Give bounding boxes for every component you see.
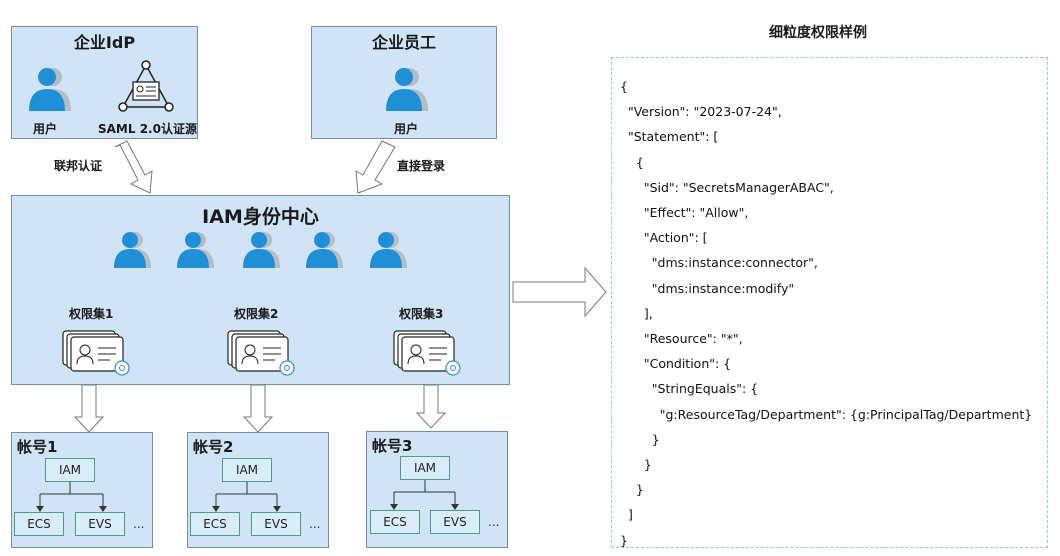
direct-login-label: 直接登录 xyxy=(397,159,446,173)
permission-set-3-label: 权限集3 xyxy=(399,307,444,321)
saml-label: SAML 2.0认证源 xyxy=(98,122,197,136)
user-icon xyxy=(367,230,409,274)
gear-icon xyxy=(279,360,295,376)
iam-center-title: IAM身份中心 xyxy=(202,206,319,228)
account-1-ecs: ECS xyxy=(14,512,64,536)
direct-login-arrow xyxy=(355,140,396,194)
employee-title: 企业员工 xyxy=(371,33,436,52)
user-icon xyxy=(25,65,73,117)
account-3-iam: IAM xyxy=(400,456,450,480)
credential-card-icon xyxy=(62,328,134,380)
account-3-name: 帐号3 xyxy=(372,437,413,455)
policy-title: 细粒度权限样例 xyxy=(769,25,867,41)
account-2-iam: IAM xyxy=(222,458,272,482)
account-3-box: 帐号3 IAM ECS EVS ... xyxy=(366,431,508,548)
user-icon xyxy=(303,230,345,274)
account-3-tree xyxy=(390,480,459,510)
policy-code-panel: { "Version": "2023-07-24", "Statement": … xyxy=(611,57,1048,548)
account-2-ecs: ECS xyxy=(190,512,240,536)
user-icon xyxy=(382,65,430,117)
account-3-more: ... xyxy=(488,515,500,529)
down-arrow-1 xyxy=(73,384,105,433)
down-arrow-2 xyxy=(242,384,274,433)
credential-card-icon xyxy=(393,328,465,380)
federated-auth-label: 联邦认证 xyxy=(54,159,103,173)
gear-icon xyxy=(445,360,461,376)
account-1-tree xyxy=(36,482,107,512)
gear-icon xyxy=(114,360,130,376)
user-icon xyxy=(174,230,216,274)
account-2-tree xyxy=(212,482,281,512)
account-1-evs: EVS xyxy=(75,512,125,536)
account-1-iam: IAM xyxy=(45,458,95,482)
account-2-box: 帐号2 IAM ECS EVS ... xyxy=(187,432,329,548)
idp-title: 企业IdP xyxy=(73,33,136,52)
account-2-more: ... xyxy=(309,517,321,531)
account-2-name: 帐号2 xyxy=(193,438,234,456)
account-1-more: ... xyxy=(133,517,145,531)
account-3-ecs: ECS xyxy=(370,510,420,534)
account-1-name: 帐号1 xyxy=(17,438,58,456)
to-policy-arrow xyxy=(512,266,607,318)
permission-set-1-label: 权限集1 xyxy=(69,307,114,321)
saml-network-icon xyxy=(117,59,175,119)
enterprise-idp-box: 企业IdP 用户 SAML 2.0认证源 xyxy=(11,26,198,139)
user-icon xyxy=(111,230,153,274)
federated-arrow xyxy=(114,140,153,194)
account-1-box: 帐号1 IAM ECS EVS ... xyxy=(11,432,153,548)
enterprise-employee-box: 企业员工 用户 xyxy=(311,26,497,139)
policy-code: { "Version": "2023-07-24", "Statement": … xyxy=(620,79,1033,548)
permission-set-2-label: 权限集2 xyxy=(234,307,279,321)
iam-identity-center-box: IAM身份中心 权限集1 权限集2 权限集3 xyxy=(11,195,510,385)
idp-user-label: 用户 xyxy=(33,122,58,136)
credential-card-icon xyxy=(227,328,299,380)
user-icon xyxy=(240,230,282,274)
employee-user-label: 用户 xyxy=(394,122,419,136)
down-arrow-3 xyxy=(415,384,447,429)
account-3-evs: EVS xyxy=(430,510,480,534)
account-2-evs: EVS xyxy=(251,512,301,536)
